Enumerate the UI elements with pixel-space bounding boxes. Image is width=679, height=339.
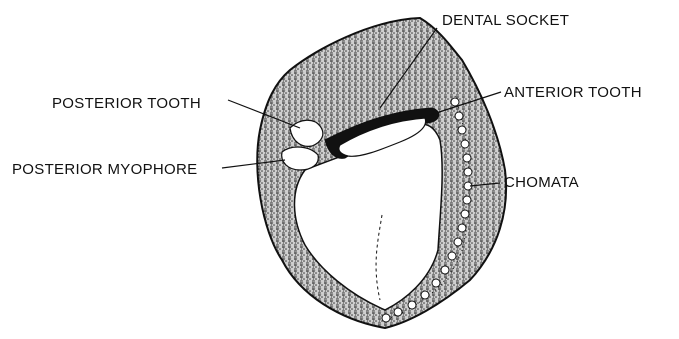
label-chomata: CHOMATA bbox=[504, 174, 579, 191]
chomata-dot bbox=[394, 308, 402, 316]
chomata-dot bbox=[421, 291, 429, 299]
label-anterior-tooth: ANTERIOR TOOTH bbox=[504, 84, 642, 101]
chomata-dot bbox=[448, 252, 456, 260]
posterior-myophore bbox=[282, 147, 319, 170]
chomata-dot bbox=[458, 224, 466, 232]
chomata-dot bbox=[454, 238, 462, 246]
chomata-dot bbox=[464, 168, 472, 176]
chomata-dot bbox=[458, 126, 466, 134]
chomata-dot bbox=[432, 279, 440, 287]
chomata-dot bbox=[382, 314, 390, 322]
label-posterior-tooth: POSTERIOR TOOTH bbox=[52, 95, 201, 112]
chomata-dot bbox=[408, 301, 416, 309]
chomata-dot bbox=[441, 266, 449, 274]
chomata-dot bbox=[451, 98, 459, 106]
label-posterior-myophore: POSTERIOR MYOPHORE bbox=[12, 161, 197, 178]
chomata-dot bbox=[463, 196, 471, 204]
label-dental-socket: DENTAL SOCKET bbox=[442, 12, 569, 29]
chomata-dot bbox=[455, 112, 463, 120]
chomata-dot bbox=[461, 210, 469, 218]
chomata-dot bbox=[463, 154, 471, 162]
chomata-dot bbox=[461, 140, 469, 148]
